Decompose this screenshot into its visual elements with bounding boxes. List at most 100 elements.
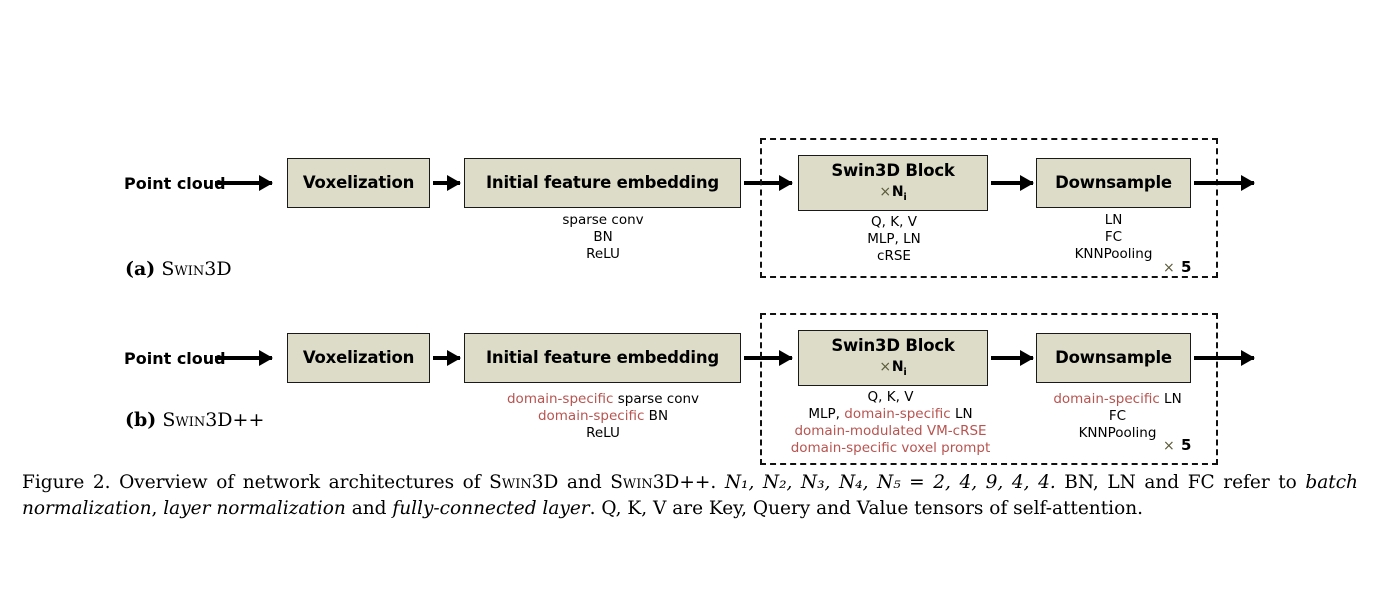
figure-caption-sep-1: , [151, 498, 164, 519]
node-swin3d-block-b-multiplier-value: N [891, 359, 904, 376]
annotation-highlight: domain-modulated VM-cRSE [794, 423, 987, 439]
annotation-line: LN [1036, 212, 1191, 229]
multiply-icon: × [879, 184, 891, 201]
figure-caption-name-b: Swin3D++ [610, 472, 711, 493]
figure-caption-part1: Overview of network architectures of [110, 472, 490, 493]
figure-caption-part2: . [710, 472, 725, 493]
figure-caption-name-a: Swin3D [489, 472, 559, 493]
annotation-line: domain-specific voxel prompt [768, 440, 1013, 457]
node-swin3d-block-b-multiplier-subscript: i [903, 367, 907, 379]
node-swin3d-block[interactable]: Swin3D Block ×Ni [798, 155, 988, 211]
node-swin3d-block-b[interactable]: Swin3D Block ×Ni [798, 330, 988, 386]
input-label-point-cloud-b: Point cloud [124, 349, 226, 368]
subfigure-caption-b: (b) Swin3D++ [125, 409, 264, 431]
stage-repeat-value: 5 [1180, 258, 1192, 276]
annotation-text: LN [1159, 391, 1182, 407]
arrow-downsample-output-b [1194, 356, 1254, 360]
annotation-line: FC [1036, 408, 1199, 425]
annotation-highlight: domain-specific [844, 406, 951, 422]
annotation-line: domain-specific LN [1036, 391, 1199, 408]
arrow-voxelization-to-embedding-b [433, 356, 460, 360]
figure-caption-italic-1: batch normalization [22, 472, 1358, 519]
figure-caption-sep-2: and [345, 498, 393, 519]
annotation-text: FC [1104, 229, 1123, 245]
figure-caption-italic-3: fully-connected layer [392, 498, 590, 519]
multiply-icon: × [1163, 438, 1175, 454]
node-initial-feature-embedding-label: Initial feature embedding [485, 172, 720, 192]
annotation-line: MLP, LN [808, 231, 980, 248]
node-swin3d-block-b-label: Swin3D Block [831, 336, 955, 356]
multiply-icon: × [879, 359, 891, 376]
annotation-line: domain-modulated VM-cRSE [768, 423, 1013, 440]
node-downsample[interactable]: Downsample [1036, 158, 1191, 208]
annotation-line: KNNPooling [1036, 425, 1199, 442]
annotation-line: KNNPooling [1036, 246, 1191, 263]
annotation-text: BN [593, 229, 613, 245]
node-initial-feature-embedding-b[interactable]: Initial feature embedding [464, 333, 741, 383]
annotation-highlight: domain-specific [506, 391, 614, 407]
arrow-voxelization-to-embedding [433, 181, 460, 185]
annotation-text: MLP, LN [867, 231, 921, 247]
annotation-text: LN [950, 406, 973, 422]
subfigure-caption-a: (a) Swin3D [125, 258, 232, 280]
stage-repeat-value-b: 5 [1180, 436, 1192, 454]
annotation-line: Q, K, V [768, 389, 1013, 406]
multiply-icon: × [1163, 260, 1175, 276]
arrow-downsample-output [1194, 181, 1254, 185]
figure-caption-math: N₁, N₂, N₃, N₄, N₅ = 2, 4, 9, 4, 4. [724, 472, 1056, 493]
node-swin3d-block-multiplier: ×Ni [879, 184, 907, 203]
figure-caption-italic-2: layer normalization [163, 498, 346, 519]
subfigure-caption-a-name: Swin3D [161, 258, 232, 280]
stage-repeat-counter: × 5 [1163, 258, 1191, 276]
annotation-text: sparse conv [562, 212, 644, 228]
node-voxelization[interactable]: Voxelization [287, 158, 430, 208]
annotation-text: cRSE [877, 248, 911, 264]
node-swin3d-block-b-multiplier: ×Ni [879, 359, 907, 379]
stage-group-dashed-box [760, 138, 1218, 278]
stage-repeat-counter-b: × 5 [1163, 436, 1191, 454]
node-initial-feature-embedding[interactable]: Initial feature embedding [464, 158, 741, 208]
annotation-text: Q, K, V [867, 389, 914, 405]
arrow-block-to-downsample [991, 181, 1033, 185]
node-voxelization-b[interactable]: Voxelization [287, 333, 430, 383]
node-downsample-b-label: Downsample [1055, 347, 1172, 367]
annotation-text: FC [1108, 408, 1127, 424]
arrow-input-to-voxelization [215, 181, 272, 185]
input-label-point-cloud: Point cloud [124, 174, 226, 193]
node-voxelization-label: Voxelization [302, 172, 415, 192]
annotation-line: domain-specific sparse conv [473, 391, 733, 408]
node-swin3d-block-multiplier-value: N [891, 184, 904, 201]
arrow-input-to-voxelization-b [215, 356, 272, 360]
subfigure-caption-a-tag: (a) [125, 258, 156, 280]
annotation-highlight: domain-specific [537, 408, 645, 424]
annotation-text: LN [1104, 212, 1123, 228]
arrow-embedding-to-block [744, 181, 792, 185]
annotation-line: cRSE [808, 248, 980, 265]
annotation-text: KNNPooling [1078, 425, 1157, 441]
subfigure-caption-b-name: Swin3D++ [162, 409, 265, 431]
node-voxelization-b-label: Voxelization [302, 347, 415, 367]
annotation-line: MLP, domain-specific LN [768, 406, 1013, 423]
figure-caption-part3: BN, LN and FC refer to [1055, 472, 1306, 493]
annotation-text: ReLU [586, 246, 620, 262]
annotation-highlight: domain-specific [1053, 391, 1160, 407]
annotation-line: ReLU [473, 425, 733, 442]
annotation-text: MLP, [808, 406, 845, 422]
arrow-block-to-downsample-b [991, 356, 1033, 360]
node-downsample-b[interactable]: Downsample [1036, 333, 1191, 383]
annotation-line: ReLU [473, 246, 733, 263]
figure-caption-prefix: Figure 2. [22, 472, 111, 493]
annotation-text: sparse conv [613, 391, 700, 407]
figure-caption: Figure 2. Overview of network architectu… [22, 470, 1358, 522]
annotation-text: ReLU [586, 425, 620, 441]
subfigure-caption-b-tag: (b) [125, 409, 157, 431]
node-downsample-label: Downsample [1055, 172, 1172, 192]
annotation-line: Q, K, V [808, 214, 980, 231]
annotation-text: Q, K, V [871, 214, 917, 230]
